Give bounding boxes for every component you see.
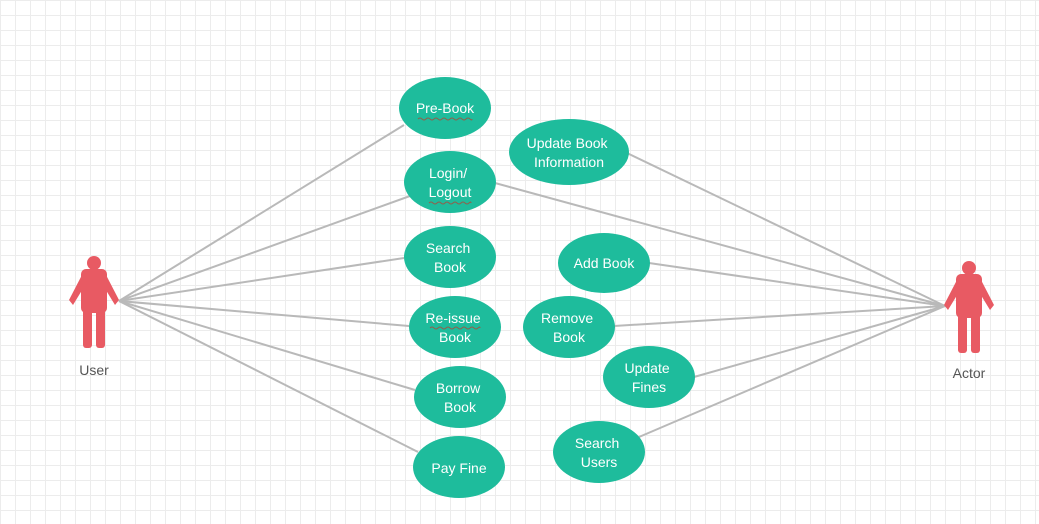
use-case-remove-book[interactable]: Remove Book — [523, 296, 615, 358]
svg-text:Pre-Book: Pre-Book — [416, 100, 475, 116]
association-user-login-logout[interactable] — [118, 195, 411, 302]
use-case-remove-book-line-1: Remove — [541, 310, 593, 326]
svg-text:Update Fines: Update Fines — [624, 360, 673, 395]
spellcheck-underline — [429, 326, 481, 330]
use-case-add-book[interactable]: Add Book — [558, 233, 650, 293]
actor-actor-label: Actor — [953, 365, 986, 381]
svg-text:Remove Book: Remove Book — [541, 310, 597, 345]
user-actor-label: User — [79, 362, 109, 378]
use-case-remove-book-line-2: Book — [553, 329, 586, 345]
use-case-borrow-book-line-1: Borrow — [436, 380, 481, 396]
actor-figure-icon — [944, 261, 994, 353]
spellcheck-underline — [428, 201, 472, 205]
svg-text:Pay Fine: Pay Fine — [431, 460, 486, 476]
use-case-search-book-line-2: Book — [434, 259, 467, 275]
use-case-update-fines-line-1: Update — [624, 360, 669, 376]
association-actor-login-logout[interactable] — [494, 182, 946, 307]
use-case-borrow-book[interactable]: Borrow Book — [414, 366, 506, 428]
use-case-search-users[interactable]: Search Users — [553, 421, 645, 483]
use-case-login-logout-line-2: Logout — [429, 184, 472, 200]
association-user-borrow-book[interactable] — [118, 300, 416, 391]
use-case-login-logout[interactable]: Login/ Logout — [404, 151, 496, 213]
use-case-update-fines[interactable]: Update Fines — [603, 346, 695, 408]
use-case-pay-fine-line-1: Pay Fine — [431, 460, 486, 476]
use-case-update-book-information-line-2: Information — [534, 154, 604, 170]
association-actor-update-fines[interactable] — [693, 305, 946, 378]
association-actor-remove-book[interactable] — [613, 305, 946, 327]
use-case-update-fines-line-2: Fines — [632, 379, 666, 395]
use-case-search-users-line-2: Users — [581, 454, 618, 470]
use-case-reissue-book[interactable]: Re-issue Book — [409, 296, 501, 358]
svg-text:Re-issue Book: Re-issue Book — [425, 310, 484, 345]
actor-actor[interactable]: Actor — [944, 261, 994, 381]
svg-text:Search Users: Search Users — [575, 435, 623, 470]
use-case-update-book-information[interactable]: Update Book Information — [509, 119, 629, 185]
svg-text:Search Book: Search Book — [426, 240, 474, 275]
spellcheck-underline — [417, 117, 473, 121]
use-case-update-book-information-line-1: Update Book — [527, 135, 609, 151]
use-case-borrow-book-line-2: Book — [444, 399, 477, 415]
use-case-pre-book[interactable]: Pre-Book — [399, 77, 491, 139]
user-actor[interactable]: User — [69, 256, 119, 378]
svg-text:Add Book: Add Book — [574, 255, 636, 271]
use-case-pre-book-line-1: Pre-Book — [416, 100, 475, 116]
svg-text:Update Book Information: Update Book Information — [527, 135, 612, 170]
association-user-pre-book[interactable] — [118, 124, 405, 302]
use-case-search-book-line-1: Search — [426, 240, 470, 256]
association-actor-update-book-information[interactable] — [626, 152, 946, 307]
use-case-login-logout-line-1: Login/ — [429, 165, 467, 181]
associations — [118, 124, 946, 453]
use-case-reissue-book-line-1: Re-issue — [425, 310, 480, 326]
use-case-search-book[interactable]: Search Book — [404, 226, 496, 288]
svg-text:Borrow Book: Borrow Book — [436, 380, 484, 415]
association-user-pay-fine[interactable] — [118, 300, 419, 453]
association-actor-search-users[interactable] — [638, 305, 946, 438]
svg-text:Login/ Logout: Login/ Logout — [429, 165, 472, 200]
association-actor-add-book[interactable] — [648, 262, 946, 307]
use-case-pay-fine[interactable]: Pay Fine — [413, 436, 505, 498]
association-user-reissue-book[interactable] — [118, 300, 410, 327]
use-case-search-users-line-1: Search — [575, 435, 619, 451]
association-user-search-book[interactable] — [118, 257, 405, 302]
use-case-reissue-book-line-2: Book — [439, 329, 472, 345]
user-actor-figure-icon — [69, 256, 119, 348]
use-case-add-book-line-1: Add Book — [574, 255, 636, 271]
